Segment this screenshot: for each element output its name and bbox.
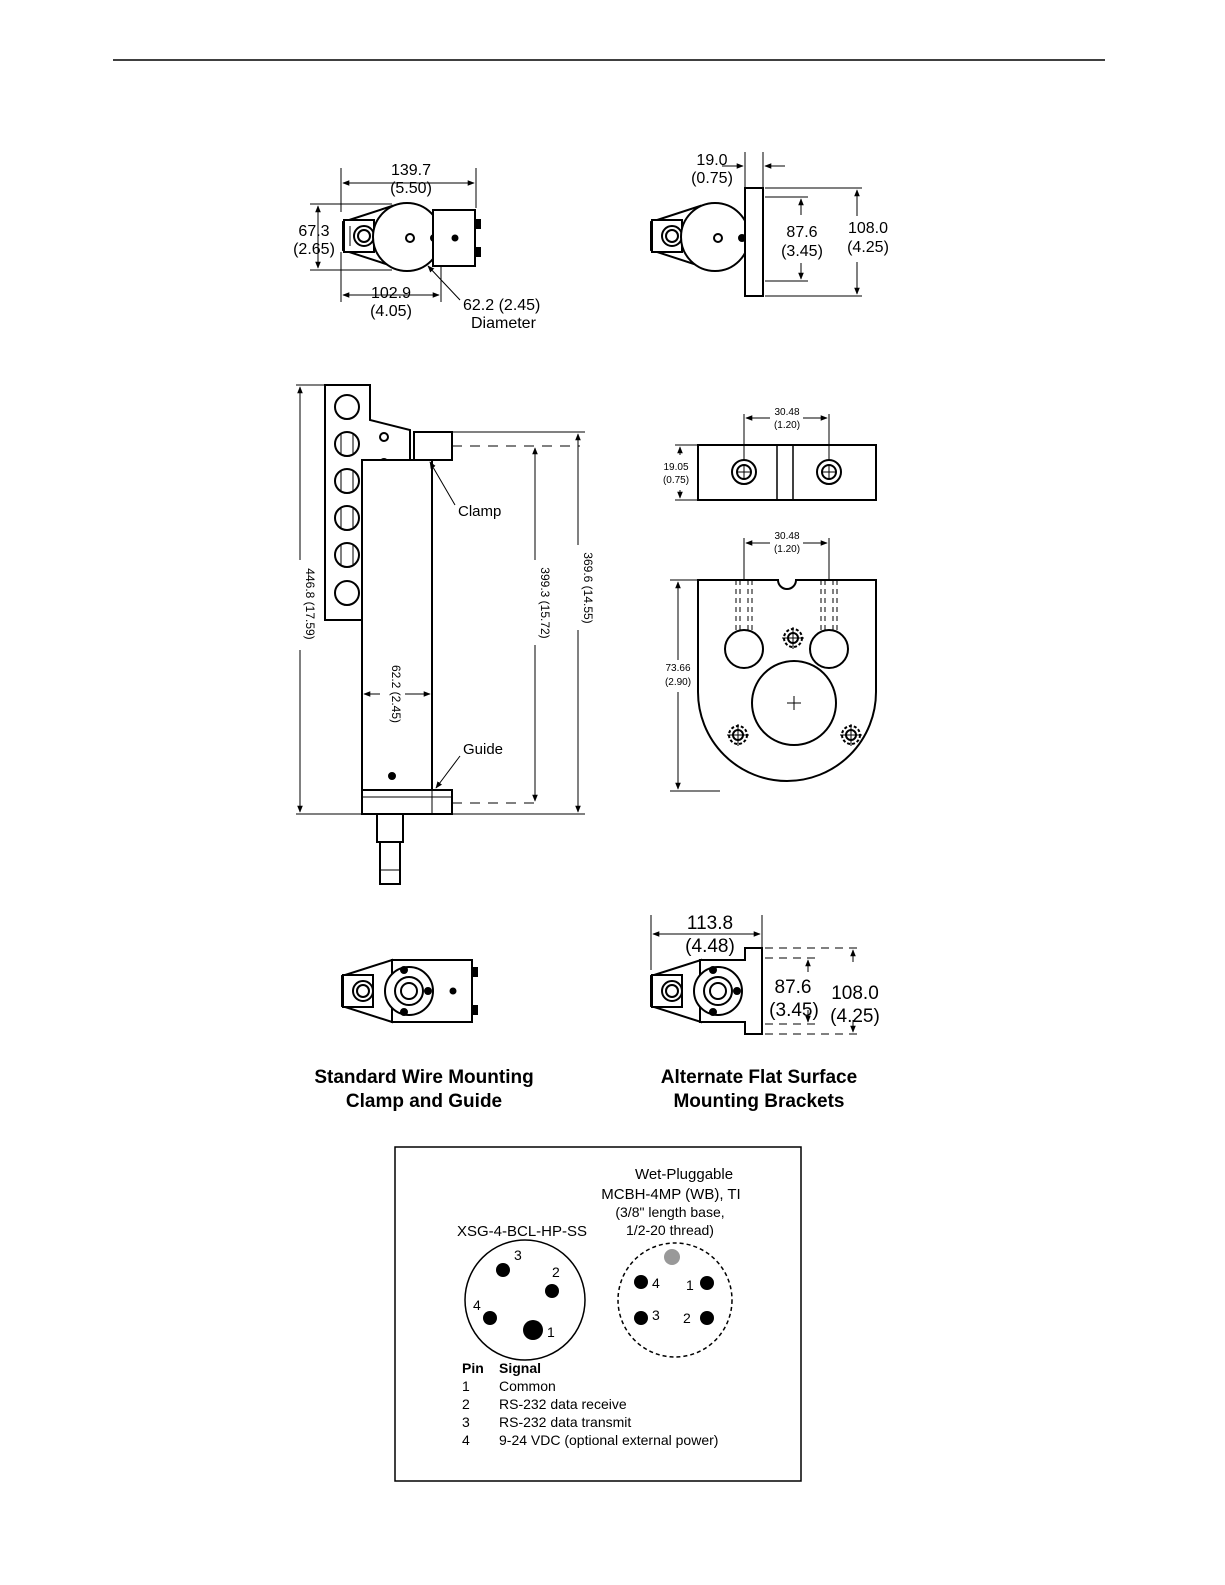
bracket-in-label: (0.75) bbox=[691, 170, 733, 187]
mcbh-pin-3 bbox=[634, 1311, 648, 1325]
outer-in-label: (4.25) bbox=[847, 239, 889, 256]
top-spacing-in-label: (1.20) bbox=[774, 420, 800, 431]
width-mm-label: 139.7 bbox=[391, 162, 431, 179]
mcbh-pin-4 bbox=[634, 1275, 648, 1289]
width-in-label: (5.50) bbox=[390, 180, 432, 197]
bottom-view-right-labels: 113.8 (4.48) 87.6 (3.45) 108.0 (4.25) bbox=[685, 913, 880, 1027]
thread-note: 1/2-20 thread) bbox=[626, 1222, 714, 1238]
diameter-word-label: Diameter bbox=[471, 315, 537, 332]
overall-length-label: 446.8 (17.59) bbox=[303, 568, 317, 639]
side-view bbox=[296, 384, 585, 885]
row-3-signal: RS-232 data transmit bbox=[499, 1414, 631, 1430]
xsg-pin-2-label: 2 bbox=[552, 1264, 560, 1280]
bottom-inner-mm-label: 87.6 bbox=[775, 977, 812, 998]
mcbh-pin-4-label: 4 bbox=[652, 1275, 660, 1291]
xsg-pin-2 bbox=[545, 1284, 559, 1298]
diameter-label: 62.2 (2.45) bbox=[463, 297, 540, 314]
top-view-left-labels: 139.7 (5.50) 67.3 (2.65) 102.9 (4.05) 62… bbox=[293, 162, 540, 332]
wet-pluggable-title: Wet-Pluggable bbox=[635, 1166, 733, 1183]
top-height-in-label: (0.75) bbox=[663, 475, 689, 486]
front-spacing-mm-label: 30.48 bbox=[774, 531, 799, 542]
front-height-mm-label: 73.66 bbox=[665, 663, 690, 674]
top-view-left bbox=[310, 168, 481, 302]
caption-left-line2: Clamp and Guide bbox=[346, 1091, 502, 1112]
xsg-connector-face bbox=[464, 1239, 586, 1361]
xsg-pin-3-label: 3 bbox=[514, 1247, 522, 1263]
base-note: (3/8" length base, bbox=[615, 1204, 724, 1220]
mcbh-pin-3-label: 3 bbox=[652, 1307, 660, 1323]
side-view-labels: 446.8 (17.59) 369.6 (14.55) 399.3 (15.72… bbox=[303, 503, 595, 758]
row-4-pin: 4 bbox=[462, 1432, 470, 1448]
row-2-signal: RS-232 data receive bbox=[499, 1396, 627, 1412]
guide-span-label: 399.3 (15.72) bbox=[538, 567, 552, 638]
signal-header: Signal bbox=[499, 1360, 541, 1376]
top-view-right bbox=[650, 152, 862, 297]
mcbh-pin-1 bbox=[700, 1276, 714, 1290]
bottom-width-in-label: (4.48) bbox=[685, 936, 735, 957]
guide-label: Guide bbox=[463, 741, 503, 758]
mcbh-connector-face bbox=[617, 1242, 733, 1358]
pin-header: Pin bbox=[462, 1360, 484, 1376]
captions: Standard Wire Mounting Clamp and Guide A… bbox=[314, 1067, 857, 1112]
body-diameter-label: 62.2 (2.45) bbox=[389, 665, 403, 723]
xsg-pin-4-label: 4 bbox=[473, 1297, 481, 1313]
outer-mm-label: 108.0 bbox=[848, 220, 888, 237]
top-view-right-labels: 19.0 (0.75) 87.6 (3.45) 108.0 (4.25) bbox=[691, 152, 889, 260]
mcbh-pin-1-label: 1 bbox=[686, 1277, 694, 1293]
bracket-mm-label: 19.0 bbox=[696, 152, 727, 169]
row-3-pin: 3 bbox=[462, 1414, 470, 1430]
caption-right-line2: Mounting Brackets bbox=[673, 1091, 844, 1112]
inner-in-label: (3.45) bbox=[781, 243, 823, 260]
row-2-pin: 2 bbox=[462, 1396, 470, 1412]
bracket-top-view bbox=[675, 414, 877, 501]
connector-box: Wet-Pluggable MCBH-4MP (WB), TI (3/8" le… bbox=[394, 1146, 802, 1482]
bottom-view-left bbox=[341, 958, 478, 1024]
mcbh-title: MCBH-4MP (WB), TI bbox=[601, 1186, 740, 1203]
bottom-view-right bbox=[650, 915, 860, 1035]
xsg-title: XSG-4-BCL-HP-SS bbox=[457, 1223, 587, 1240]
bottom-outer-in-label: (4.25) bbox=[830, 1006, 880, 1027]
bracket-top-labels: 30.48 (1.20) 19.05 (0.75) bbox=[663, 407, 800, 486]
top-height-mm-label: 19.05 bbox=[663, 462, 688, 473]
xsg-pin-1-label: 1 bbox=[547, 1324, 555, 1340]
xsg-pin-3 bbox=[496, 1263, 510, 1277]
clamp-label: Clamp bbox=[458, 503, 501, 520]
bottom-outer-mm-label: 108.0 bbox=[831, 983, 879, 1004]
height-mm-label: 67.3 bbox=[298, 223, 329, 240]
clamp-span-label: 369.6 (14.55) bbox=[581, 552, 595, 623]
offset-in-label: (4.05) bbox=[370, 303, 412, 320]
connector-box-border bbox=[394, 1146, 802, 1482]
front-spacing-in-label: (1.20) bbox=[774, 544, 800, 555]
mcbh-pin-2 bbox=[700, 1311, 714, 1325]
inner-mm-label: 87.6 bbox=[786, 224, 817, 241]
caption-left-line1: Standard Wire Mounting bbox=[314, 1067, 533, 1088]
row-4-signal: 9-24 VDC (optional external power) bbox=[499, 1432, 718, 1448]
bottom-width-mm-label: 113.8 bbox=[687, 913, 733, 934]
bracket-front-view bbox=[670, 538, 877, 792]
top-spacing-mm-label: 30.48 bbox=[774, 407, 799, 418]
xsg-pin-4 bbox=[483, 1311, 497, 1325]
offset-mm-label: 102.9 bbox=[371, 285, 411, 302]
caption-right-line1: Alternate Flat Surface bbox=[661, 1067, 857, 1088]
bracket-front-labels: 30.48 (1.20) 73.66 (2.90) bbox=[665, 531, 800, 688]
row-1-pin: 1 bbox=[462, 1378, 470, 1394]
mcbh-guide-pin bbox=[664, 1249, 680, 1265]
front-height-in-label: (2.90) bbox=[665, 677, 691, 688]
xsg-pin-1 bbox=[523, 1320, 543, 1340]
mcbh-pin-2-label: 2 bbox=[683, 1310, 691, 1326]
height-in-label: (2.65) bbox=[293, 241, 335, 258]
bottom-inner-in-label: (3.45) bbox=[769, 1000, 819, 1021]
row-1-signal: Common bbox=[499, 1378, 556, 1394]
